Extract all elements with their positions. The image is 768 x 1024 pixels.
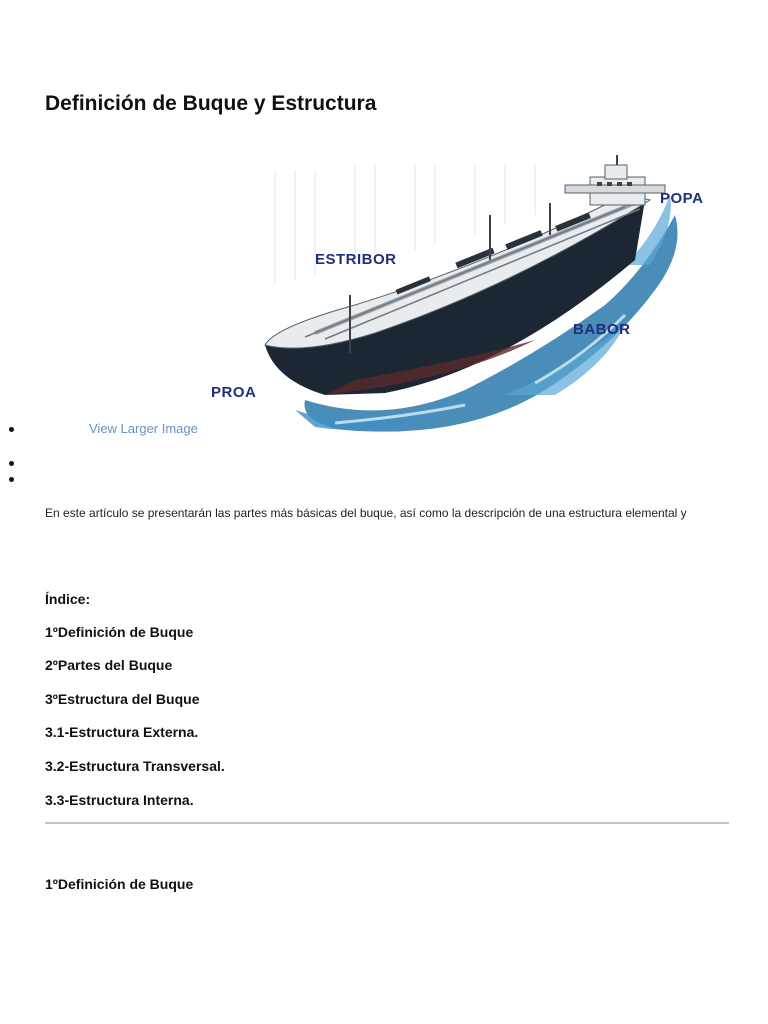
water-wake [295,195,678,432]
page-title: Definición de Buque y Estructura [45,92,377,115]
background-pattern [274,165,536,285]
label-estribor: ESTRIBOR [315,251,397,268]
intro-paragraph: En este artículo se presentarán las part… [45,506,687,520]
label-popa: POPA [660,190,703,207]
section-divider [45,822,729,824]
index-item: 1ºDefinición de Buque [45,624,194,640]
index-item: 3.1-Estructura Externa. [45,724,199,740]
ship-diagram-image: POPA ESTRIBOR BABOR PROA [205,155,730,440]
list-bullet [9,461,14,466]
index-item: 3ºEstructura del Buque [45,691,200,707]
list-bullet [9,477,14,482]
index-item: 2ºPartes del Buque [45,657,173,673]
deck-hatches [395,212,591,295]
ship-illustration: POPA ESTRIBOR BABOR PROA [211,155,703,432]
label-babor: BABOR [573,321,631,338]
ship-masts [349,203,551,353]
index-heading: Índice: [45,591,91,607]
section-heading: 1ºDefinición de Buque [45,876,194,892]
ship-superstructure [564,155,666,206]
index-item: 3.2-Estructura Transversal. [45,758,225,774]
index-item: 3.3-Estructura Interna. [45,792,194,808]
list-bullet [9,427,14,432]
view-larger-image-link[interactable]: View Larger Image [89,421,198,436]
label-proa: PROA [211,384,256,401]
